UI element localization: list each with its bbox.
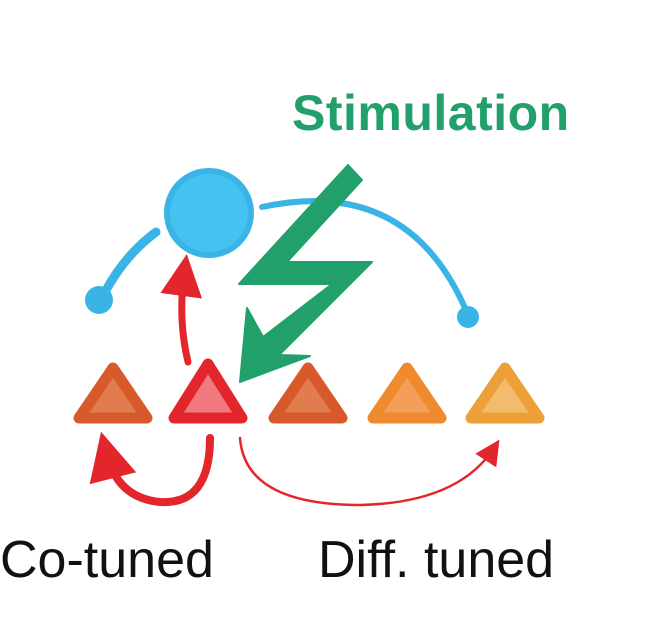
diff-tuned-label: Diff. tuned [318, 531, 555, 589]
excitatory-arrow-to-interneuron [160, 254, 203, 366]
excitatory-arrow-co-tuned [89, 431, 214, 507]
pyramidal-neuron-row [73, 358, 545, 424]
pyramidal-neuron-diff-tuned-2-icon [465, 362, 545, 424]
inhibitory-terminal-right [457, 306, 479, 328]
stimulation-label: Stimulation [292, 85, 570, 141]
pyramidal-neuron-co-tuned-right-icon [268, 362, 348, 424]
interneuron-icon [164, 168, 254, 258]
pyramidal-neuron-co-tuned-icon [73, 362, 153, 424]
co-tuned-label: Co-tuned [0, 531, 214, 589]
pyramidal-neuron-diff-tuned-1-icon [367, 362, 447, 424]
pyramidal-neuron-stimulated-icon [168, 358, 248, 424]
lightning-bolt-arrow-icon [238, 164, 373, 383]
inhibitory-connection-right [259, 198, 471, 318]
excitatory-arrow-diff-tuned [238, 436, 500, 507]
inhibitory-connection-left [100, 227, 161, 297]
inhibitory-terminal-left [85, 286, 113, 314]
